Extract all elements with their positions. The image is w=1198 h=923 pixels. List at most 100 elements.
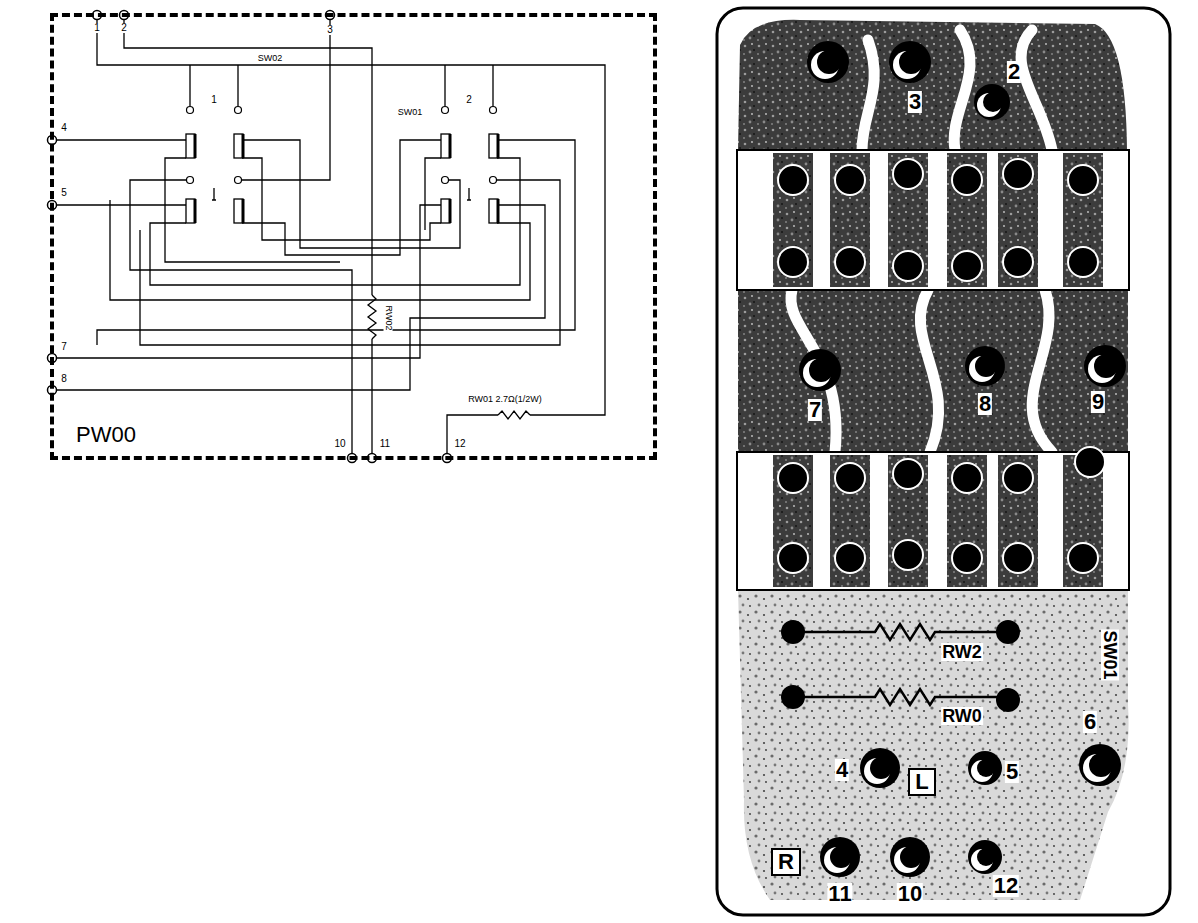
jack-number: 11: [827, 883, 852, 905]
copper-area: [738, 590, 1129, 900]
jack-socket: [809, 358, 833, 382]
switch-contact: [187, 107, 194, 114]
copper-strip: [773, 153, 813, 287]
node-text: R: [778, 849, 794, 874]
node-text: PW00: [76, 422, 136, 448]
schematic-wiring: [165, 158, 340, 262]
board-gap: [920, 290, 938, 452]
jack-socket: [820, 837, 860, 877]
schematic-wiring: [56, 19, 605, 454]
resistor-pad: [996, 620, 1020, 644]
solder-pad: [778, 165, 808, 195]
side-marker-box: R: [771, 848, 801, 876]
jack-socket: [975, 355, 997, 377]
jack-socket: [889, 41, 931, 83]
terminal-number: 2: [120, 23, 128, 33]
switch-contact: [442, 107, 449, 114]
solder-pad: [1003, 247, 1033, 277]
assembly-frame: PW00: [50, 13, 657, 460]
jack-socket: [860, 748, 900, 788]
schematic-wiring: [242, 19, 330, 180]
schematic-wiring: [368, 295, 376, 339]
switch-name: SW01: [1101, 629, 1119, 680]
jack-number: 12: [993, 875, 1019, 897]
schematic-wiring: [447, 415, 498, 454]
schematic-wiring: [190, 65, 493, 106]
resistor-symbol: [793, 689, 1008, 705]
solder-pad: [778, 159, 1105, 573]
jack-socket: [1079, 744, 1121, 786]
schematic-wiring: [97, 140, 575, 345]
switch-band: [737, 150, 1129, 590]
side-marker-box: L: [908, 768, 935, 796]
terminal-number: 10: [333, 439, 346, 449]
board-gap: [1032, 290, 1052, 452]
jack-socket: [799, 41, 1126, 877]
solder-pad: [1003, 463, 1033, 493]
schematic-wiring: [498, 411, 530, 419]
solder-pad: [835, 165, 865, 195]
jack-socket: [820, 837, 860, 877]
board-outline: [717, 8, 1170, 915]
jack-socket: [807, 41, 849, 83]
schematic-wiring: [371, 339, 372, 454]
schematic-wiring: [242, 140, 460, 248]
jack-socket: [974, 84, 1010, 120]
switch-band: [737, 150, 1129, 290]
solder-pad: [1003, 543, 1033, 573]
resistor-value: RW01 2.7Ω(1/2W): [467, 395, 543, 404]
copper-strip: [888, 455, 928, 587]
jack-socket: [965, 346, 1005, 386]
switch-number: 1: [210, 95, 218, 105]
jack-socket: [890, 837, 930, 877]
board-gap: [791, 30, 1052, 452]
jack-socket: [1084, 345, 1126, 387]
copper-strip: [888, 153, 928, 287]
jack-number: 9: [1091, 391, 1105, 413]
jack-socket: [889, 41, 931, 83]
switch-symbol: [186, 134, 498, 223]
solder-pad: [835, 247, 865, 277]
jack-number: 6: [1083, 711, 1097, 733]
terminal-number: 1: [93, 23, 101, 33]
copper-strip: [830, 153, 870, 287]
jack-number: 10: [897, 883, 923, 905]
switch-contact: [442, 177, 449, 184]
jack-socket: [1094, 354, 1118, 378]
resistor-name: RW0: [941, 707, 983, 725]
switch-contact: [235, 107, 242, 114]
copper-area: [738, 20, 1127, 150]
jack-socket: [1089, 753, 1113, 777]
solder-pad: [893, 159, 923, 189]
solder-pad: [952, 251, 982, 281]
jack-socket: [799, 349, 841, 391]
schematic-wiring: [242, 140, 441, 255]
board-gap: [1021, 30, 1052, 150]
copper-strip: [773, 455, 813, 587]
copper-strip: [998, 153, 1038, 287]
jack-number: 3: [908, 91, 922, 113]
solder-pad: [1068, 247, 1098, 277]
jack-socket: [974, 84, 1010, 120]
solder-pad: [952, 543, 982, 573]
jack-number: 8: [978, 393, 992, 415]
jack-socket: [1084, 345, 1126, 387]
schematic-wiring: [110, 200, 530, 300]
solder-pad: [1068, 543, 1098, 573]
jack-socket: [807, 41, 849, 83]
terminal-number: 3: [326, 25, 334, 35]
jack-socket: [899, 50, 923, 74]
resistor-pad: [996, 688, 1020, 712]
schematic-wiring: [130, 180, 352, 454]
schematic-wiring: [124, 19, 372, 295]
jack-socket: [965, 346, 1005, 386]
schematic-wiring: [97, 19, 605, 415]
copper-strip: [947, 455, 987, 587]
solder-pad: [835, 543, 865, 573]
copper-area: [738, 20, 1129, 900]
jack-socket: [830, 846, 852, 868]
terminal-number: 12: [453, 439, 466, 449]
solder-pad: [952, 165, 982, 195]
